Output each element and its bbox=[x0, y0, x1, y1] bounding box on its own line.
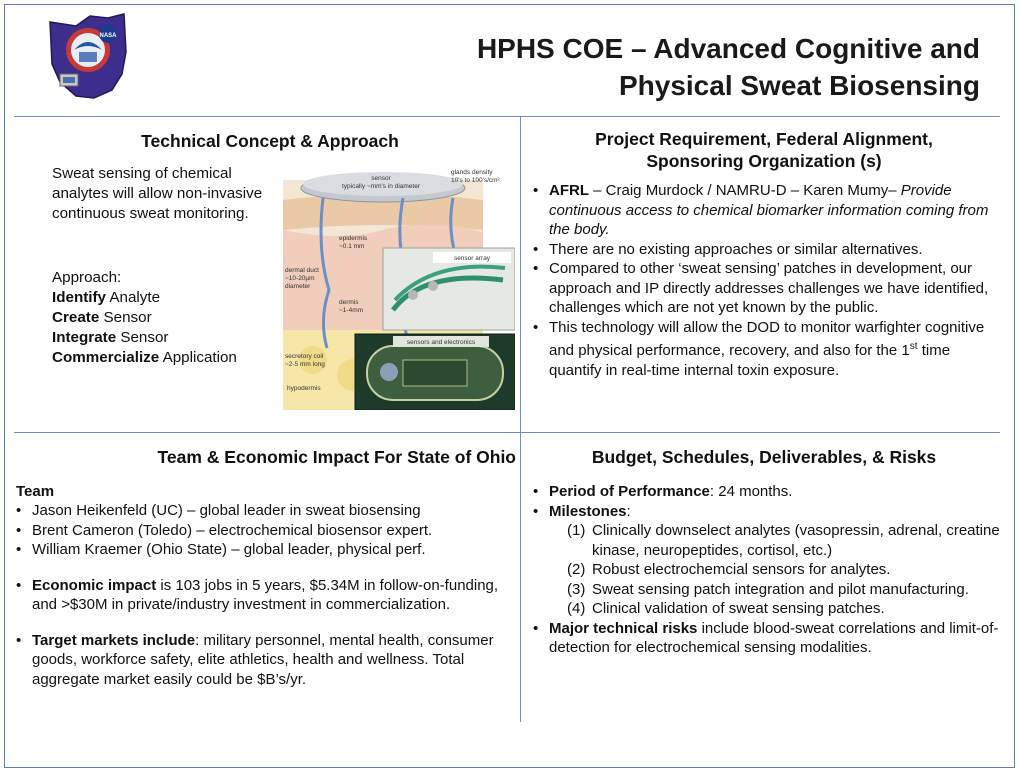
requirements-heading-line-2: Sponsoring Organization (s) bbox=[646, 151, 882, 171]
technical-intro: Sweat sensing of chemical analytes will … bbox=[52, 165, 263, 222]
logo-text: NASA bbox=[99, 33, 117, 39]
slide-frame bbox=[4, 4, 1015, 768]
label-sensor: sensor bbox=[371, 175, 391, 182]
requirements-heading-line-1: Project Requirement, Federal Alignment, bbox=[595, 129, 933, 149]
economic-impact: Economic impact is 103 jobs in 5 years, … bbox=[16, 576, 516, 615]
list-item: AFRL – Craig Murdock / NAMRU-D – Karen M… bbox=[533, 181, 1001, 240]
label-epidermis-value: ~0.1 mm bbox=[339, 243, 364, 250]
label-sensors-electronics: sensors and electronics bbox=[407, 339, 476, 346]
team-member: Jason Heikenfeld (UC) – global leader in… bbox=[16, 501, 516, 521]
approach-step: Integrate Sensor bbox=[52, 329, 169, 346]
list-item: This technology will allow the DOD to mo… bbox=[533, 318, 1001, 381]
approach-step: Create Sensor bbox=[52, 309, 152, 326]
target-markets: Target markets include: military personn… bbox=[16, 631, 516, 690]
approach-step: Commercialize Application bbox=[52, 349, 237, 366]
milestones: Milestones: bbox=[533, 502, 1009, 522]
milestone-item: (4)Clinical validation of sweat sensing … bbox=[567, 600, 885, 617]
milestone-item: (1)Clinically downselect analytes (vasop… bbox=[567, 522, 1000, 559]
approach-step: Identify Analyte bbox=[52, 289, 161, 306]
team-member: Brent Cameron (Toledo) – electrochemical… bbox=[16, 521, 516, 541]
top-divider bbox=[14, 116, 1000, 117]
team-member: William Kraemer (Ohio State) – global le… bbox=[16, 540, 516, 560]
team-label: Team bbox=[16, 483, 55, 500]
label-dermal-duct: dermal duct bbox=[285, 267, 319, 274]
title-line-1: HPHS COE – Advanced Cognitive and bbox=[476, 33, 980, 64]
middle-divider bbox=[14, 432, 1000, 433]
label-dermis-value: ~1-4mm bbox=[339, 307, 363, 314]
ohio-nasa-logo: NASA bbox=[46, 12, 136, 102]
list-item: There are no existing approaches or simi… bbox=[533, 240, 1001, 260]
technical-risks: Major technical risks include blood-swea… bbox=[533, 619, 1009, 658]
list-item: Compared to other ‘sweat sensing’ patche… bbox=[533, 259, 1001, 318]
team-heading: Team & Economic Impact For State of Ohio bbox=[157, 447, 516, 467]
label-sensor-array: sensor array bbox=[454, 255, 491, 262]
label-secretory-coil: secretory coil bbox=[285, 353, 324, 360]
label-hypodermis: hypodermis bbox=[287, 385, 321, 392]
approach-block: Approach: Identify Analyte Create Sensor… bbox=[52, 268, 282, 368]
page-title: HPHS COE – Advanced Cognitive and Physic… bbox=[330, 30, 980, 104]
upper-vertical-divider bbox=[520, 116, 521, 432]
approach-label: Approach: bbox=[52, 269, 122, 286]
label-dermis: dermis bbox=[339, 299, 359, 306]
title-line-2: Physical Sweat Biosensing bbox=[618, 70, 980, 101]
label-glands-density-value: 10's to 100's/cm² bbox=[451, 177, 501, 184]
budget-section: Period of Performance: 24 months. Milest… bbox=[533, 482, 1009, 658]
milestone-item: (2)Robust electrochemcial sensors for an… bbox=[567, 561, 891, 578]
requirements-list: AFRL – Craig Murdock / NAMRU-D – Karen M… bbox=[533, 181, 1001, 380]
label-dermal-duct-value: ~10-20µm bbox=[285, 275, 315, 282]
budget-heading: Budget, Schedules, Deliverables, & Risks bbox=[591, 447, 937, 467]
team-section: Team Jason Heikenfeld (UC) – global lead… bbox=[16, 482, 516, 689]
requirements-heading: Project Requirement, Federal Alignment, … bbox=[528, 128, 1000, 172]
sweat-gland-diagram: sensor typically ~mm's in diameter gland… bbox=[283, 160, 516, 411]
label-secretory-coil-value: ~2-5 mm long bbox=[285, 361, 325, 368]
period-of-performance: Period of Performance: 24 months. bbox=[533, 482, 1009, 502]
technical-heading: Technical Concept & Approach bbox=[141, 131, 399, 151]
lower-vertical-divider bbox=[520, 432, 521, 722]
label-glands-density: glands density bbox=[451, 169, 493, 176]
label-sensor-size: typically ~mm's in diameter bbox=[342, 183, 421, 190]
milestone-item: (3)Sweat sensing patch integration and p… bbox=[567, 580, 969, 598]
label-epidermis: epidermis bbox=[339, 235, 368, 242]
label-dermal-duct-unit: diameter bbox=[285, 283, 311, 290]
